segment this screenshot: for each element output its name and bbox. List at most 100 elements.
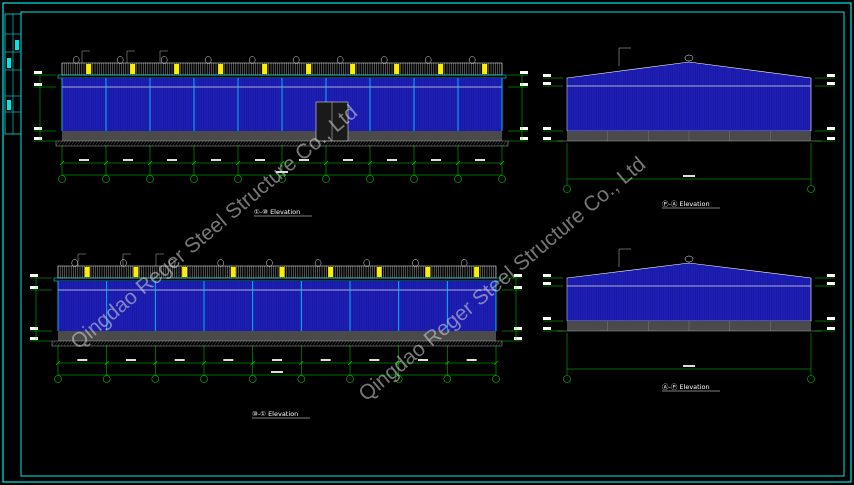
- dim-tick: [153, 360, 158, 366]
- sheet-inner-border: [20, 11, 845, 477]
- hatch-line: [229, 140, 234, 147]
- hatch-line: [174, 340, 179, 347]
- dim-tick: [59, 160, 65, 166]
- level-tag: [514, 274, 522, 277]
- hatch-line: [415, 140, 420, 147]
- hatch-line: [367, 140, 372, 147]
- hatch-line: [324, 340, 329, 347]
- hatch-line: [69, 340, 74, 347]
- hatch-line: [288, 340, 293, 347]
- wainscot: [58, 331, 496, 341]
- hatch-line: [414, 340, 419, 347]
- dim-tick: [347, 360, 353, 366]
- level-tag: [827, 74, 835, 77]
- skylight-panel: [262, 64, 268, 74]
- level-tag: [30, 286, 38, 289]
- title-front-lower: ⑩-① Elevation: [252, 410, 298, 418]
- ventilator-icon: [266, 259, 273, 267]
- level-tag: [543, 282, 551, 285]
- skylight-panel: [182, 267, 188, 277]
- dim-value: [343, 159, 353, 161]
- hatch-line: [480, 340, 485, 347]
- ventilator-icon: [217, 259, 225, 267]
- hatch-line: [111, 340, 116, 347]
- hatch-line: [145, 140, 150, 147]
- hatch-line: [319, 140, 324, 147]
- hatch-line: [382, 140, 387, 147]
- level-tag: [514, 286, 522, 289]
- gable-elevation-upper: [543, 47, 835, 193]
- hatch-line: [241, 140, 246, 147]
- hatch-line: [223, 140, 228, 147]
- dim-value: [475, 159, 485, 161]
- level-tag: [514, 337, 522, 340]
- hatch-line: [226, 140, 231, 147]
- hatch-line: [427, 140, 432, 147]
- hatch-line: [78, 340, 83, 347]
- dim-value: [79, 159, 89, 161]
- hatch-line: [294, 340, 299, 347]
- hatch-line: [375, 340, 380, 347]
- hatch-line: [297, 340, 302, 347]
- hatch-line: [100, 140, 105, 147]
- front-elevation-lower: [30, 253, 522, 383]
- hatch-line: [246, 340, 251, 347]
- hatch-line: [438, 340, 443, 347]
- skylight-panel: [174, 64, 180, 74]
- hatch-line: [57, 340, 62, 347]
- hatch-line: [496, 140, 501, 147]
- hatch-line: [169, 140, 174, 147]
- hatch-line: [214, 140, 219, 147]
- grid-bubble: [410, 175, 418, 183]
- wall-cladding: [58, 281, 496, 331]
- ventilator-icon: [116, 56, 124, 64]
- hatch-line: [309, 340, 314, 347]
- hatch-line: [123, 340, 128, 347]
- hatch-line: [153, 340, 158, 347]
- hatch-line: [249, 340, 254, 347]
- dim-tick: [250, 360, 255, 366]
- hatch-line: [259, 140, 264, 147]
- hatch-line: [312, 340, 317, 347]
- hatch-line: [181, 140, 186, 147]
- hatch-line: [232, 140, 237, 147]
- hatch-line: [304, 140, 309, 147]
- grid-bubble: [807, 375, 815, 383]
- hatch-line: [121, 140, 126, 147]
- dim-value: [174, 359, 185, 361]
- hatch-line: [106, 140, 111, 147]
- dim-tick: [279, 160, 285, 166]
- hatch-line: [483, 340, 488, 347]
- front-elevation-upper: [34, 50, 528, 183]
- hatch-line: [270, 340, 275, 347]
- hatch-line: [159, 340, 164, 347]
- hatch-line: [165, 340, 170, 347]
- dim-value: [272, 359, 282, 361]
- hatch-line: [142, 140, 147, 147]
- hatch-line: [411, 340, 416, 347]
- skylight-panel: [376, 267, 382, 277]
- ventilator-icon: [160, 56, 168, 64]
- hatch-line: [172, 140, 177, 147]
- hatch-line: [72, 340, 77, 347]
- dim-value: [126, 359, 136, 361]
- hatch-line: [499, 140, 504, 147]
- hatch-line: [408, 340, 413, 347]
- skylight-panel: [230, 267, 236, 277]
- hatch-line: [466, 140, 471, 147]
- title-strip: [4, 13, 22, 135]
- skylight-panel: [218, 64, 224, 74]
- hatch-line: [291, 340, 296, 347]
- grid-bubble: [297, 375, 306, 383]
- dim-tick: [411, 160, 417, 166]
- hatch-line: [295, 140, 300, 147]
- eave-strip: [53, 277, 501, 282]
- hatch-line: [82, 140, 87, 147]
- level-tag: [543, 74, 551, 77]
- level-tag: [520, 83, 528, 86]
- hatch-line: [94, 140, 99, 147]
- hatch-line: [267, 340, 272, 347]
- hatch-line: [459, 340, 464, 347]
- hatch-line: [73, 140, 78, 147]
